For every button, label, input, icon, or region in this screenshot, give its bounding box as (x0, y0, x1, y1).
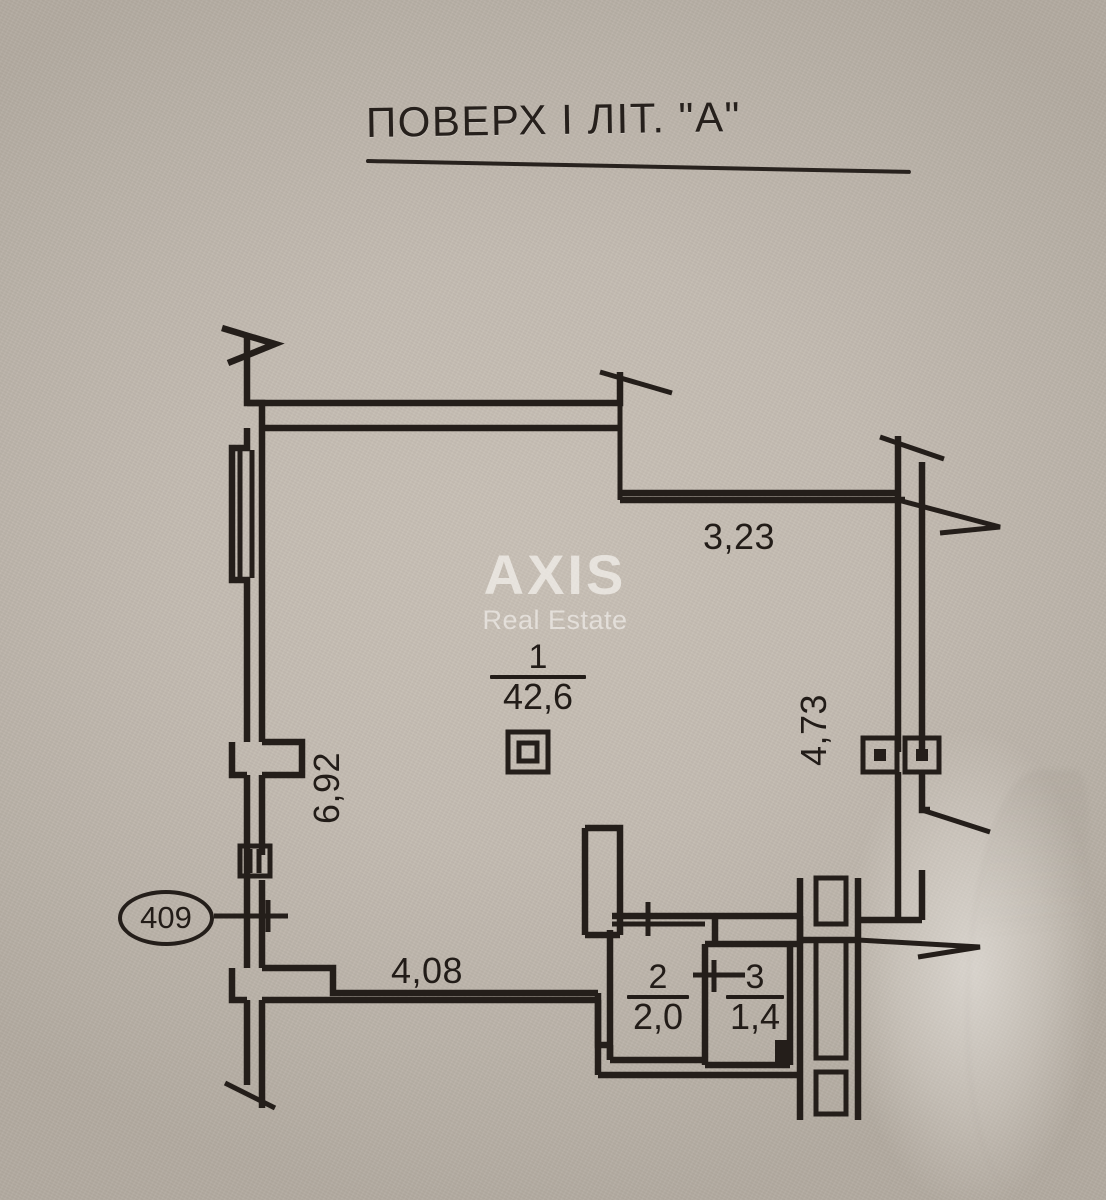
apartment-number-badge: 409 (118, 890, 214, 946)
apartment-leader-tick (214, 900, 288, 932)
interior-partition-upper (581, 824, 624, 939)
room-3-door-tick (693, 960, 745, 992)
left-wall-window (237, 450, 265, 578)
corridor-wall (612, 902, 804, 948)
right-wall-pilasters (860, 735, 942, 775)
left-wall-door-opening (237, 843, 273, 879)
lower-right-wall (800, 916, 981, 960)
room-2-3-walls (606, 930, 794, 1069)
top-left-wall-stub (221, 324, 285, 428)
top-right-recess (620, 489, 905, 504)
top-exterior-wall (247, 372, 624, 432)
bottom-exterior-wall (262, 964, 610, 1075)
top-right-leader (599, 369, 673, 500)
right-exterior-wall (879, 434, 1001, 752)
column-symbol (505, 729, 551, 775)
interior-left-jog (262, 738, 306, 779)
right-wall-lower (894, 772, 991, 920)
riser-shafts (796, 875, 862, 1120)
